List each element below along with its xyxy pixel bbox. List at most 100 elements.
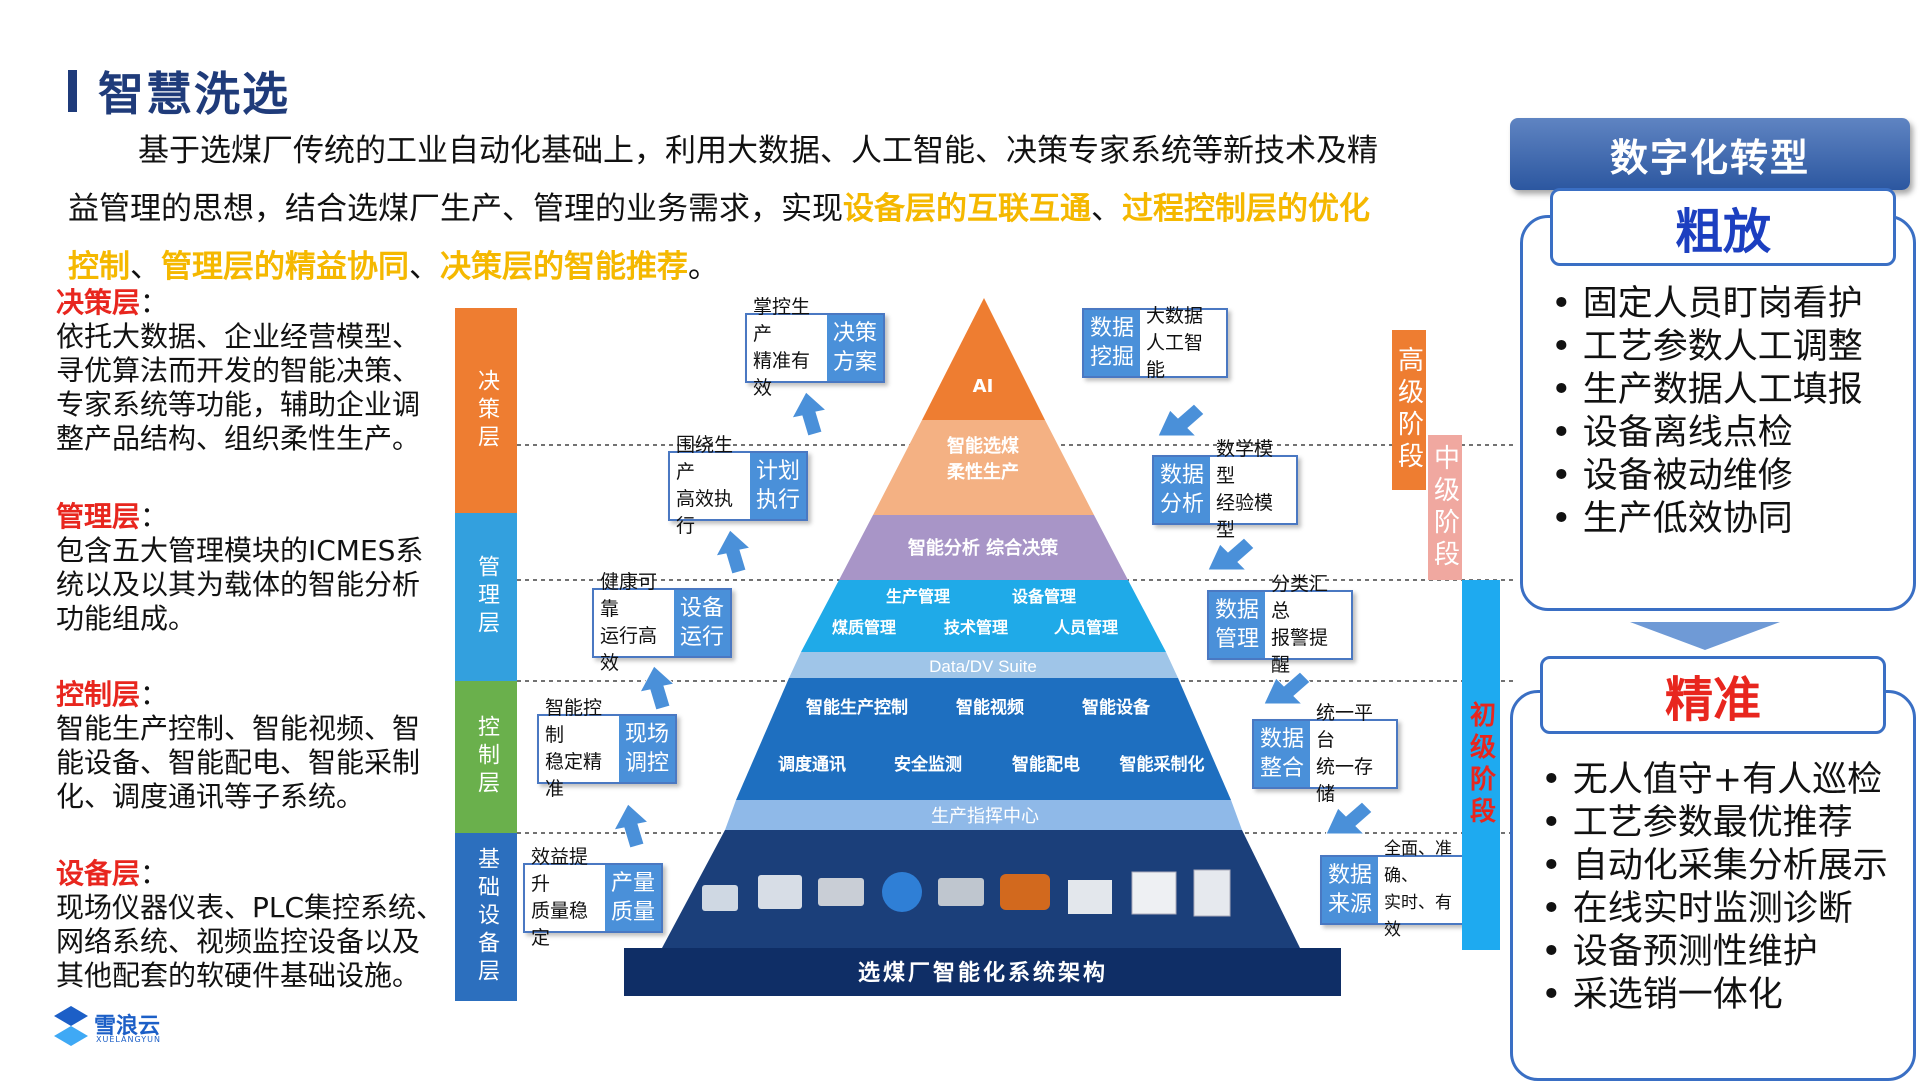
left-box-text: 效益提升质量稳定 [525, 846, 605, 949]
intro-text: 、 [409, 249, 440, 285]
pyramid-control-item: 安全监测 [894, 754, 962, 775]
equipment-icon [1131, 871, 1177, 915]
pyramid-mgmt-item: 人员管理 [1054, 618, 1118, 637]
equipment-icon [758, 875, 802, 909]
pyramid-control-item: 智能生产控制 [806, 697, 908, 718]
company-logo-icon [54, 1006, 88, 1046]
layer-bar-control: 控制层 [455, 681, 517, 833]
layer-bar-management: 管理层 [455, 513, 517, 681]
after-title: 精准 [1540, 656, 1886, 734]
pyramid-level-smart [873, 420, 1094, 515]
right-box-text: 全面、准确、实时、有效 [1378, 839, 1464, 940]
box-line: 经验模型 [1216, 492, 1274, 541]
pyramid-mgmt-item: 技术管理 [944, 618, 1008, 637]
box-tag-line: 来源 [1327, 892, 1372, 917]
layer-colon: ： [140, 286, 169, 319]
left-box-plan: 围绕生产高效执行 计划执行 [668, 434, 808, 537]
layer-bar-decision: 决策层 [455, 308, 517, 513]
box-line: 掌控生产 [753, 296, 811, 345]
layer-name: 控制层 [56, 678, 141, 711]
layer-bar-base: 基础设备层 [455, 833, 517, 1001]
box-tag-line: 数据 [1089, 316, 1134, 341]
pyramid-top-label: AI [973, 376, 994, 397]
equipment-icon [1193, 869, 1231, 917]
box-tag-line: 计划 [755, 459, 800, 484]
layer-desc-equipment: 设备层： 现场仪器仪表、PLC集控系统、网络系统、视频监控设备以及其他配套的软硬… [56, 857, 446, 993]
before-item: 生产低效协同 [1551, 498, 1913, 541]
right-box-text: 数学模型经验模型 [1210, 438, 1296, 541]
page-title: 智慧洗选 [98, 67, 290, 121]
intro-line-2: 益管理的思想，结合选煤厂生产、管理的业务需求，实现设备层的互联互通、过程控制层的… [68, 180, 1448, 238]
box-line: 效益提升 [531, 846, 589, 895]
pyramid-band-command [725, 800, 1242, 830]
box-tag-line: 数据 [1159, 463, 1204, 488]
box-line: 运行高效 [600, 625, 658, 674]
box-line: 智能控制 [545, 697, 603, 746]
layer-desc-management: 管理层： 包含五大管理模块的ICMES系统以及以其为载体的智能分析功能组成。 [56, 500, 446, 636]
right-box-tag: 数据管理 [1209, 592, 1265, 658]
after-list: 无人值守+有人巡检 工艺参数最优推荐 自动化采集分析展示 在线实时监测诊断 设备… [1541, 759, 1913, 1017]
after-item: 无人值守+有人巡检 [1541, 759, 1913, 802]
box-line: 统一平台 [1316, 702, 1374, 751]
before-list: 固定人员盯岗看护 工艺参数人工调整 生产数据人工填报 设备离线点检 设备被动维修… [1551, 283, 1913, 541]
left-box-text: 掌控生产精准有效 [747, 296, 827, 399]
pyramid-control-item: 调度通讯 [778, 754, 846, 775]
after-item: 自动化采集分析展示 [1541, 845, 1913, 888]
equipment-icons [702, 869, 1231, 917]
pyramid-band-data-label: Data/DV Suite [929, 657, 1037, 676]
before-title: 粗放 [1550, 188, 1896, 266]
before-item: 工艺参数人工调整 [1551, 326, 1913, 369]
layer-description: 包含五大管理模块的ICMES系统以及以其为载体的智能分析功能组成。 [56, 534, 424, 635]
before-item: 设备被动维修 [1551, 455, 1913, 498]
layer-colon: ： [140, 500, 169, 533]
pyramid-band-data [789, 652, 1178, 678]
layer-name: 管理层 [56, 500, 141, 533]
stage-advanced: 高级阶段 [1392, 330, 1426, 490]
left-box-text: 智能控制稳定精准 [539, 697, 619, 800]
before-item: 固定人员盯岗看护 [1551, 283, 1913, 326]
box-tag-line: 数据 [1259, 727, 1304, 752]
box-line: 全面、准确、 [1384, 839, 1452, 886]
equipment-icon [1000, 874, 1050, 910]
intro-highlight: 设备层的互联互通 [843, 191, 1091, 227]
intro-text: 、 [1091, 191, 1122, 227]
after-item: 设备预测性维护 [1541, 931, 1913, 974]
intro-highlight: 控制 [68, 249, 130, 285]
pyramid-base-label: 选煤厂智能化系统架构 [858, 960, 1108, 986]
box-tag-line: 决策 [832, 321, 877, 346]
before-item: 设备离线点检 [1551, 412, 1913, 455]
box-line: 报警提醒 [1271, 627, 1329, 676]
after-item: 工艺参数最优推荐 [1541, 802, 1913, 845]
pyramid-mgmt-item: 生产管理 [886, 587, 950, 606]
box-line: 分类汇总 [1271, 573, 1329, 622]
box-line: 大数据 [1146, 304, 1204, 327]
left-box-text: 围绕生产高效执行 [670, 434, 750, 537]
transform-arrow-icon [1630, 622, 1780, 650]
intro-paragraph: 基于选煤厂传统的工业自动化基础上，利用大数据、人工智能、决策专家系统等新技术及精… [68, 122, 1448, 296]
box-line: 统一存储 [1316, 756, 1374, 805]
box-tag-line: 产量 [610, 871, 655, 896]
left-box-tag: 设备运行 [674, 590, 730, 656]
box-tag-line: 执行 [755, 488, 800, 513]
pyramid-control-item: 智能配电 [1012, 754, 1080, 775]
right-box-text: 大数据人工智能 [1140, 305, 1226, 381]
intro-text: 、 [130, 249, 161, 285]
pyramid-band-command-label: 生产指挥中心 [931, 806, 1039, 827]
layer-name: 设备层 [56, 857, 141, 890]
left-box-tag: 产量质量 [605, 865, 661, 931]
box-tag-line: 挖掘 [1089, 345, 1134, 370]
right-box-source: 数据来源 全面、准确、实时、有效 [1320, 839, 1466, 940]
equipment-icon [818, 878, 864, 906]
left-box-text: 健康可靠运行高效 [594, 571, 674, 674]
right-box-tag: 数据来源 [1322, 857, 1378, 923]
box-tag-line: 运行 [679, 625, 724, 650]
box-line: 数学模型 [1216, 438, 1274, 487]
before-item: 生产数据人工填报 [1551, 369, 1913, 412]
layer-description: 智能生产控制、智能视频、智能设备、智能配电、智能采制化、调度通讯等子系统。 [56, 712, 421, 813]
company-logo-name: 雪浪云 [94, 1014, 161, 1039]
box-line: 精准有效 [753, 350, 811, 399]
pyramid-level3-label: 智能分析 综合决策 [908, 537, 1059, 559]
box-line: 质量稳定 [531, 900, 589, 949]
left-box-field-control: 智能控制稳定精准 现场调控 [537, 697, 677, 800]
equipment-icon [702, 885, 738, 911]
